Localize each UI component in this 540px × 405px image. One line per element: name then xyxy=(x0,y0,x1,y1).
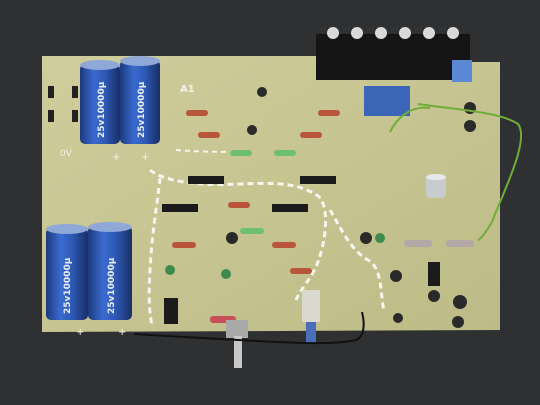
rca-connector-block xyxy=(316,34,470,80)
resistor-array xyxy=(172,110,474,323)
ground-trace xyxy=(147,177,162,327)
filter-capacitor xyxy=(46,224,88,320)
silk-plus-label: + xyxy=(112,152,120,163)
filter-capacitor xyxy=(88,222,132,320)
cap-rating-label: 25v10000µ xyxy=(107,257,117,314)
cap-rating-label: 25v10000µ xyxy=(63,257,73,314)
transistor-row xyxy=(162,176,440,324)
green-ground-wire xyxy=(417,103,523,241)
silver-capacitor xyxy=(426,174,446,198)
blue-trim-component xyxy=(452,60,472,82)
board-label: A1 xyxy=(180,84,195,95)
silk-plus-label: + xyxy=(118,327,126,338)
balance-potentiometer xyxy=(302,290,320,344)
silk-plus-label: + xyxy=(76,327,84,338)
rca-jacks xyxy=(327,27,459,39)
volume-potentiometer xyxy=(226,320,248,368)
input-selector-block xyxy=(364,86,410,116)
silk-plus-label: + xyxy=(141,152,149,163)
black-signal-wire xyxy=(133,311,365,345)
cap-rating-label: 25v10000µ xyxy=(137,81,147,138)
filter-capacitor xyxy=(120,56,160,144)
green-ground-wire xyxy=(389,106,431,133)
cap-rating-label: 25v10000µ xyxy=(97,81,107,138)
ground-trace xyxy=(328,209,386,313)
rectifier-diodes xyxy=(48,86,78,122)
silk-0v-label: 0V xyxy=(60,149,73,159)
filter-capacitor xyxy=(80,60,120,144)
